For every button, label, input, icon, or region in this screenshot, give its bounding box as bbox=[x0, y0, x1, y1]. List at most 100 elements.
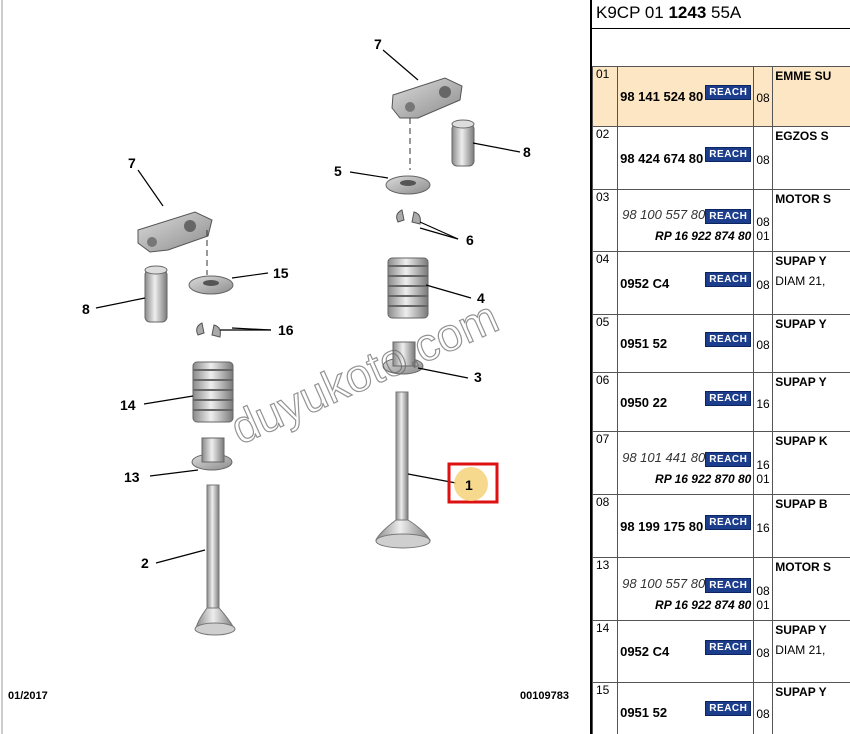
callout-7-left[interactable]: 7 bbox=[128, 155, 136, 171]
quantity: 16 bbox=[756, 521, 770, 535]
reach-badge: REACH bbox=[705, 701, 752, 716]
callout-14[interactable]: 14 bbox=[120, 397, 136, 413]
callout-2[interactable]: 2 bbox=[141, 555, 149, 571]
selected-callout-box bbox=[447, 462, 499, 504]
part-number[interactable]: 0952 C4 bbox=[620, 276, 670, 291]
spring-cup-left bbox=[188, 275, 234, 295]
part-description: SUPAP K bbox=[775, 434, 828, 448]
description-cell: MOTOR S bbox=[772, 557, 850, 621]
quantity-secondary: 01 bbox=[756, 472, 770, 486]
description-cell: MOTOR S bbox=[772, 189, 850, 252]
callouts: 7 8 5 6 4 3 1 7 15 8 16 14 13 2 bbox=[82, 36, 531, 571]
selected-callout-circle bbox=[454, 467, 488, 501]
row-index: 03 bbox=[592, 189, 619, 252]
callout-13[interactable]: 13 bbox=[124, 469, 140, 485]
quantity-cell: 08 bbox=[753, 314, 774, 373]
engine-ref-suffix: 55A bbox=[706, 3, 742, 22]
callout-8-left[interactable]: 8 bbox=[82, 301, 90, 317]
leader-lines bbox=[95, 49, 521, 564]
callout-6[interactable]: 6 bbox=[466, 232, 474, 248]
part-number-old[interactable]: 98 100 557 80 bbox=[622, 576, 706, 591]
row-index: 15 bbox=[592, 682, 619, 734]
replacement-part-number[interactable]: RP 16 922 874 80 bbox=[655, 229, 752, 243]
valve-seal-left bbox=[191, 437, 233, 471]
row-index: 07 bbox=[592, 431, 619, 495]
description-cell: SUPAP Y bbox=[772, 682, 850, 734]
reach-badge: REACH bbox=[705, 452, 752, 467]
row-index: 06 bbox=[592, 372, 619, 432]
reach-badge: REACH bbox=[705, 578, 752, 593]
part-number[interactable]: 98 141 524 80 bbox=[620, 89, 704, 104]
quantity: 08 bbox=[756, 153, 770, 167]
quantity-cell: 08 bbox=[753, 251, 774, 315]
part-description: SUPAP Y bbox=[775, 623, 827, 637]
quantity: 16 bbox=[756, 397, 770, 411]
part-number[interactable]: 0951 52 bbox=[620, 336, 668, 351]
description-cell: SUPAP B bbox=[772, 494, 850, 558]
tappet-right bbox=[451, 119, 475, 167]
part-description-detail: DIAM 21, bbox=[775, 274, 826, 288]
collets-left bbox=[196, 322, 221, 338]
part-description-detail: DIAM 21, bbox=[775, 643, 826, 657]
part-description: EGZOS S bbox=[775, 129, 829, 143]
part-number[interactable]: 98 424 674 80 bbox=[620, 151, 704, 166]
part-description: SUPAP Y bbox=[775, 317, 827, 331]
reach-badge: REACH bbox=[705, 332, 752, 347]
part-number[interactable]: 0952 C4 bbox=[620, 644, 670, 659]
part-number[interactable]: 0950 22 bbox=[620, 395, 668, 410]
quantity: 08 bbox=[756, 215, 770, 229]
part-description: EMME SU bbox=[775, 69, 832, 83]
reach-badge: REACH bbox=[705, 85, 752, 100]
description-cell: EGZOS S bbox=[772, 126, 850, 190]
callout-7-right[interactable]: 7 bbox=[374, 36, 382, 52]
quantity: 08 bbox=[756, 91, 770, 105]
quantity: 08 bbox=[756, 584, 770, 598]
panel-subheader bbox=[592, 28, 850, 67]
callout-1[interactable]: 1 bbox=[465, 477, 473, 493]
callout-3[interactable]: 3 bbox=[474, 369, 482, 385]
quantity: 08 bbox=[756, 646, 770, 660]
callout-5[interactable]: 5 bbox=[334, 163, 342, 179]
diagram-date: 01/2017 bbox=[8, 690, 48, 702]
part-number[interactable]: 98 199 175 80 bbox=[620, 519, 704, 534]
part-number-old[interactable]: 98 100 557 80 bbox=[622, 207, 706, 222]
callout-16[interactable]: 16 bbox=[278, 322, 294, 338]
callout-4[interactable]: 4 bbox=[477, 290, 485, 306]
quantity-cell: 08 bbox=[753, 620, 774, 683]
reach-badge: REACH bbox=[705, 391, 752, 406]
callout-8-right[interactable]: 8 bbox=[523, 144, 531, 160]
rocker-arm-left bbox=[137, 211, 213, 253]
replacement-part-number[interactable]: RP 16 922 874 80 bbox=[655, 598, 752, 612]
part-description: MOTOR S bbox=[775, 192, 832, 206]
row-index: 08 bbox=[592, 494, 619, 558]
replacement-part-number[interactable]: RP 16 922 870 80 bbox=[655, 472, 752, 486]
callout-15[interactable]: 15 bbox=[273, 265, 289, 281]
part-description: SUPAP Y bbox=[775, 685, 827, 699]
reach-badge: REACH bbox=[705, 515, 752, 530]
part-number-old[interactable]: 98 101 441 80 bbox=[622, 450, 706, 465]
part-number[interactable]: 0951 52 bbox=[620, 705, 668, 720]
row-index: 02 bbox=[592, 126, 619, 190]
exploded-view: 7 8 5 6 4 3 1 7 15 8 16 14 13 2 duyukoto… bbox=[1, 0, 531, 734]
quantity-secondary: 01 bbox=[756, 598, 770, 612]
